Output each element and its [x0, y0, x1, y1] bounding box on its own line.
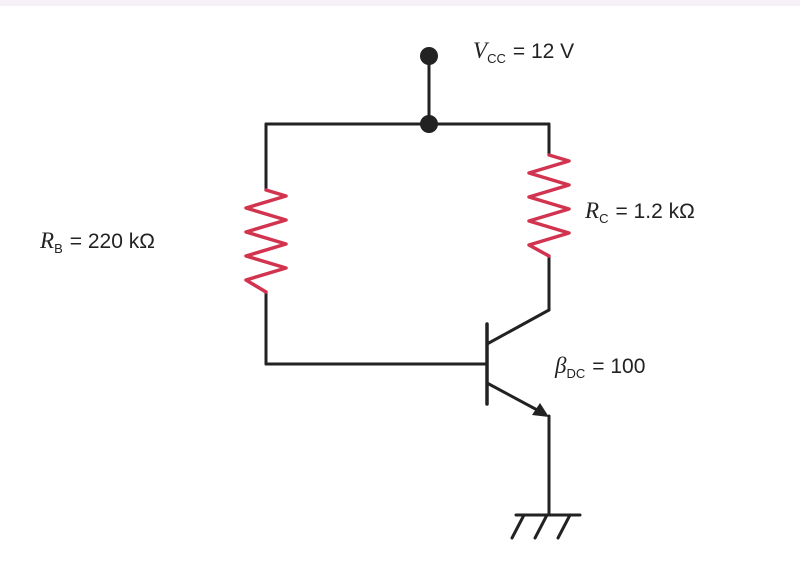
junction-dot [420, 115, 438, 133]
emitter-arrow [532, 403, 549, 417]
top-border [0, 0, 800, 6]
beta-label: βDC = 100 [554, 353, 645, 381]
svg-text:RC= 1.2 kΩ: RC = 1.2 kΩ [584, 198, 695, 226]
vcc-symbol: V [473, 38, 490, 63]
beta-value: = 100 [592, 355, 645, 378]
beta-symbol: β [554, 353, 567, 378]
ground-hatch-2 [533, 513, 549, 540]
vcc-subscript: CC [487, 51, 506, 66]
svg-text:VCC= 12 V: VCC = 12 V [473, 38, 574, 66]
rc-label: RC = 1.2 kΩ [584, 198, 695, 226]
vcc-label: VCC = 12 V [473, 38, 574, 66]
rb-symbol: R [39, 228, 54, 253]
rb-resistor [244, 188, 288, 294]
svg-text:RB= 220 kΩ: RB = 220 kΩ [39, 228, 155, 256]
emitter-lead [485, 381, 543, 414]
rc-symbol: R [584, 198, 599, 223]
vcc-terminal-dot [420, 47, 438, 65]
vcc-value: = 12 V [513, 40, 574, 63]
rb-value: = 220 kΩ [70, 230, 155, 253]
ground-hatch-3 [556, 513, 572, 540]
collector-lead [485, 308, 551, 346]
rb-subscript: B [54, 241, 63, 256]
ground-hatch-1 [510, 513, 526, 540]
svg-text:βDC= 100: βDC = 100 [554, 353, 645, 381]
beta-subscript: DC [566, 366, 585, 381]
rc-subscript: C [599, 211, 608, 226]
rc-resistor [527, 153, 571, 258]
rb-label: RB = 220 kΩ [39, 228, 155, 256]
rc-value: = 1.2 kΩ [615, 200, 694, 223]
